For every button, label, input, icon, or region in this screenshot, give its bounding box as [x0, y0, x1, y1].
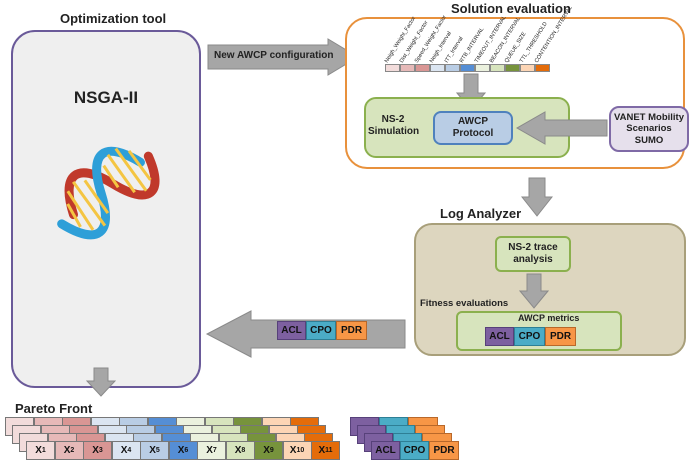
config-param-cell: [490, 64, 505, 72]
awcp-protocol-box: AWCP Protocol: [433, 111, 513, 145]
log-metric-acl: ACL: [485, 327, 514, 346]
pareto-metric-acl: ACL: [371, 441, 400, 460]
new-config-label: New AWCP configuration: [214, 50, 334, 61]
config-arrow: [207, 38, 359, 76]
log-analyzer-title: Log Analyzer: [440, 206, 522, 221]
ns2-trace-analysis-box: NS-2 trace analysis: [495, 236, 571, 272]
config-param-cell: [400, 64, 415, 72]
nsga-ii-label: NSGA-II: [73, 88, 139, 107]
log-metric-pdr: PDR: [545, 327, 576, 346]
fitness-evaluations-label: Fitness evaluations: [420, 298, 509, 309]
config-param-cell: [475, 64, 490, 72]
pareto-metric-pdr: PDR: [429, 441, 459, 460]
optimization-tool-title: Optimization tool: [60, 11, 167, 26]
config-param-cell: [445, 64, 460, 72]
mobility-arrow: [515, 111, 608, 145]
solution-evaluation-title: Solution evaluation: [451, 1, 571, 16]
trace-to-fitness-arrow: [519, 273, 549, 309]
config-param-cell: [385, 64, 400, 72]
solution-to-log-arrow: [521, 177, 553, 217]
optimizer-to-pareto-arrow: [86, 367, 116, 397]
config-param-cell: [415, 64, 430, 72]
config-param-cell: [430, 64, 445, 72]
vanet-mobility-box: VANET Mobility Scenarios SUMO: [609, 106, 689, 152]
config-param-strip: [385, 64, 550, 72]
config-param-cell: [535, 64, 550, 72]
ns2-simulation-label: NS-2 Simulation: [368, 114, 420, 137]
return-metric-pdr: PDR: [336, 321, 367, 340]
return-metric-cpo: CPO: [306, 321, 336, 340]
awcp-metrics-label: AWCP metrics: [518, 313, 580, 323]
pareto-metric-cpo: CPO: [400, 441, 429, 460]
pareto-front-title: Pareto Front: [15, 401, 93, 416]
config-param-cell: [460, 64, 475, 72]
log-metric-cpo: CPO: [514, 327, 545, 346]
config-param-cell: [505, 64, 520, 72]
config-param-cell: [520, 64, 535, 72]
dna-helix-icon: [57, 146, 160, 240]
return-metric-acl: ACL: [277, 321, 306, 340]
